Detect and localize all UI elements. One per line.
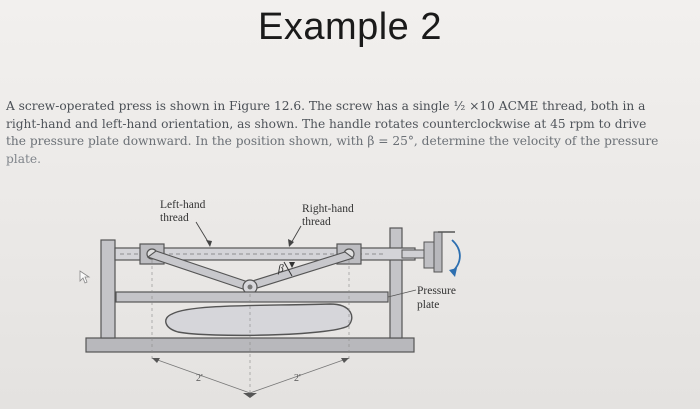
angle-arc (283, 261, 293, 277)
left-hand-label-1: Left-hand (160, 199, 206, 211)
problem-line-4: plate. (6, 151, 41, 166)
right-hand-label-1: Right-hand (302, 203, 354, 215)
left-hand-label-2: thread (160, 212, 189, 224)
right-hand-label-2: thread (302, 216, 331, 228)
mouse-cursor (79, 270, 91, 284)
pressure-plate-label-2: plate (417, 299, 439, 311)
left-post (100, 239, 116, 339)
dimension-right-label: 2' (294, 373, 301, 384)
problem-line-1: A screw-operated press is shown in Figur… (6, 99, 646, 113)
shaft-extension (401, 249, 425, 259)
problem-line-2: right-hand and left-hand orientation, as… (6, 116, 647, 131)
angle-beta-label: β (277, 263, 284, 275)
pressure-plate-label-1: Pressure (417, 285, 456, 297)
problem-statement: A screw-operated press is shown in Figur… (6, 98, 690, 168)
dimension-line-left (151, 357, 251, 394)
rotation-arrow (451, 239, 461, 273)
dimension-left-label: 2' (196, 373, 203, 384)
problem-line-3: the pressure plate downward. In the posi… (6, 134, 659, 148)
dimension-line-right (249, 357, 350, 394)
slide-title: Example 2 (257, 6, 443, 48)
pressure-plate (115, 291, 389, 303)
right-post (389, 227, 403, 339)
pressed-material (165, 303, 353, 337)
